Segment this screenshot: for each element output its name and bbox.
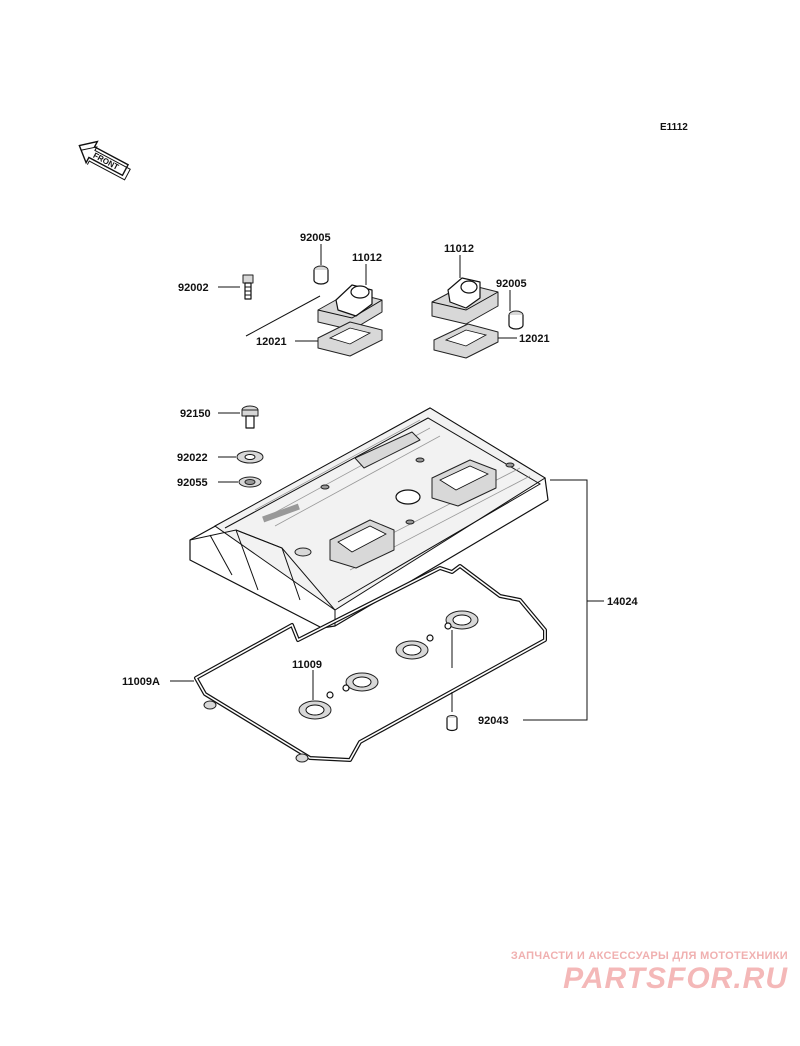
label-92022: 92022 [177,452,208,464]
label-11012-right: 11012 [444,243,474,255]
front-arrow-icon: FRONT [78,140,131,181]
label-14024: 14024 [607,596,638,608]
seal-11009-3 [395,634,434,660]
cylinder-head-cover-14024 [189,407,549,629]
gasket-11009A [194,564,547,763]
watermark-tagline: ЗАПЧАСТИ И АКСЕССУАРЫ ДЛЯ МОТОТЕХНИКИ [510,950,788,962]
label-12021-left: 12021 [256,336,287,348]
label-92055: 92055 [177,477,208,489]
gasket-12021-left [317,321,383,357]
label-92150: 92150 [180,408,211,420]
cap-92005-right [508,310,524,330]
breather-cover-11012-left [317,284,383,331]
bolt-92150 [241,405,259,429]
seal-11009-1 [298,691,334,720]
seal-11009-2 [342,672,379,692]
seal-11009-4 [444,610,479,630]
label-11009: 11009 [292,659,322,671]
watermark-logo: PARTSFOR.RU [563,962,788,995]
diagram-code: E1112 [660,122,688,133]
grommet-92055 [238,476,262,488]
label-92005-right: 92005 [496,278,527,290]
bolt-92002 [242,274,254,300]
label-92002: 92002 [178,282,209,294]
breather-cover-11012-right [431,277,499,325]
label-92005-left: 92005 [300,232,331,244]
washer-92022 [236,450,264,464]
gasket-12021-right [433,323,499,359]
label-11012-left: 11012 [352,252,382,264]
label-92043: 92043 [478,715,509,727]
label-12021-right: 12021 [519,333,550,345]
leader-lines [170,244,604,721]
label-11009A: 11009A [122,676,160,688]
cap-92005-left [313,265,329,285]
pin-92043 [446,715,458,732]
